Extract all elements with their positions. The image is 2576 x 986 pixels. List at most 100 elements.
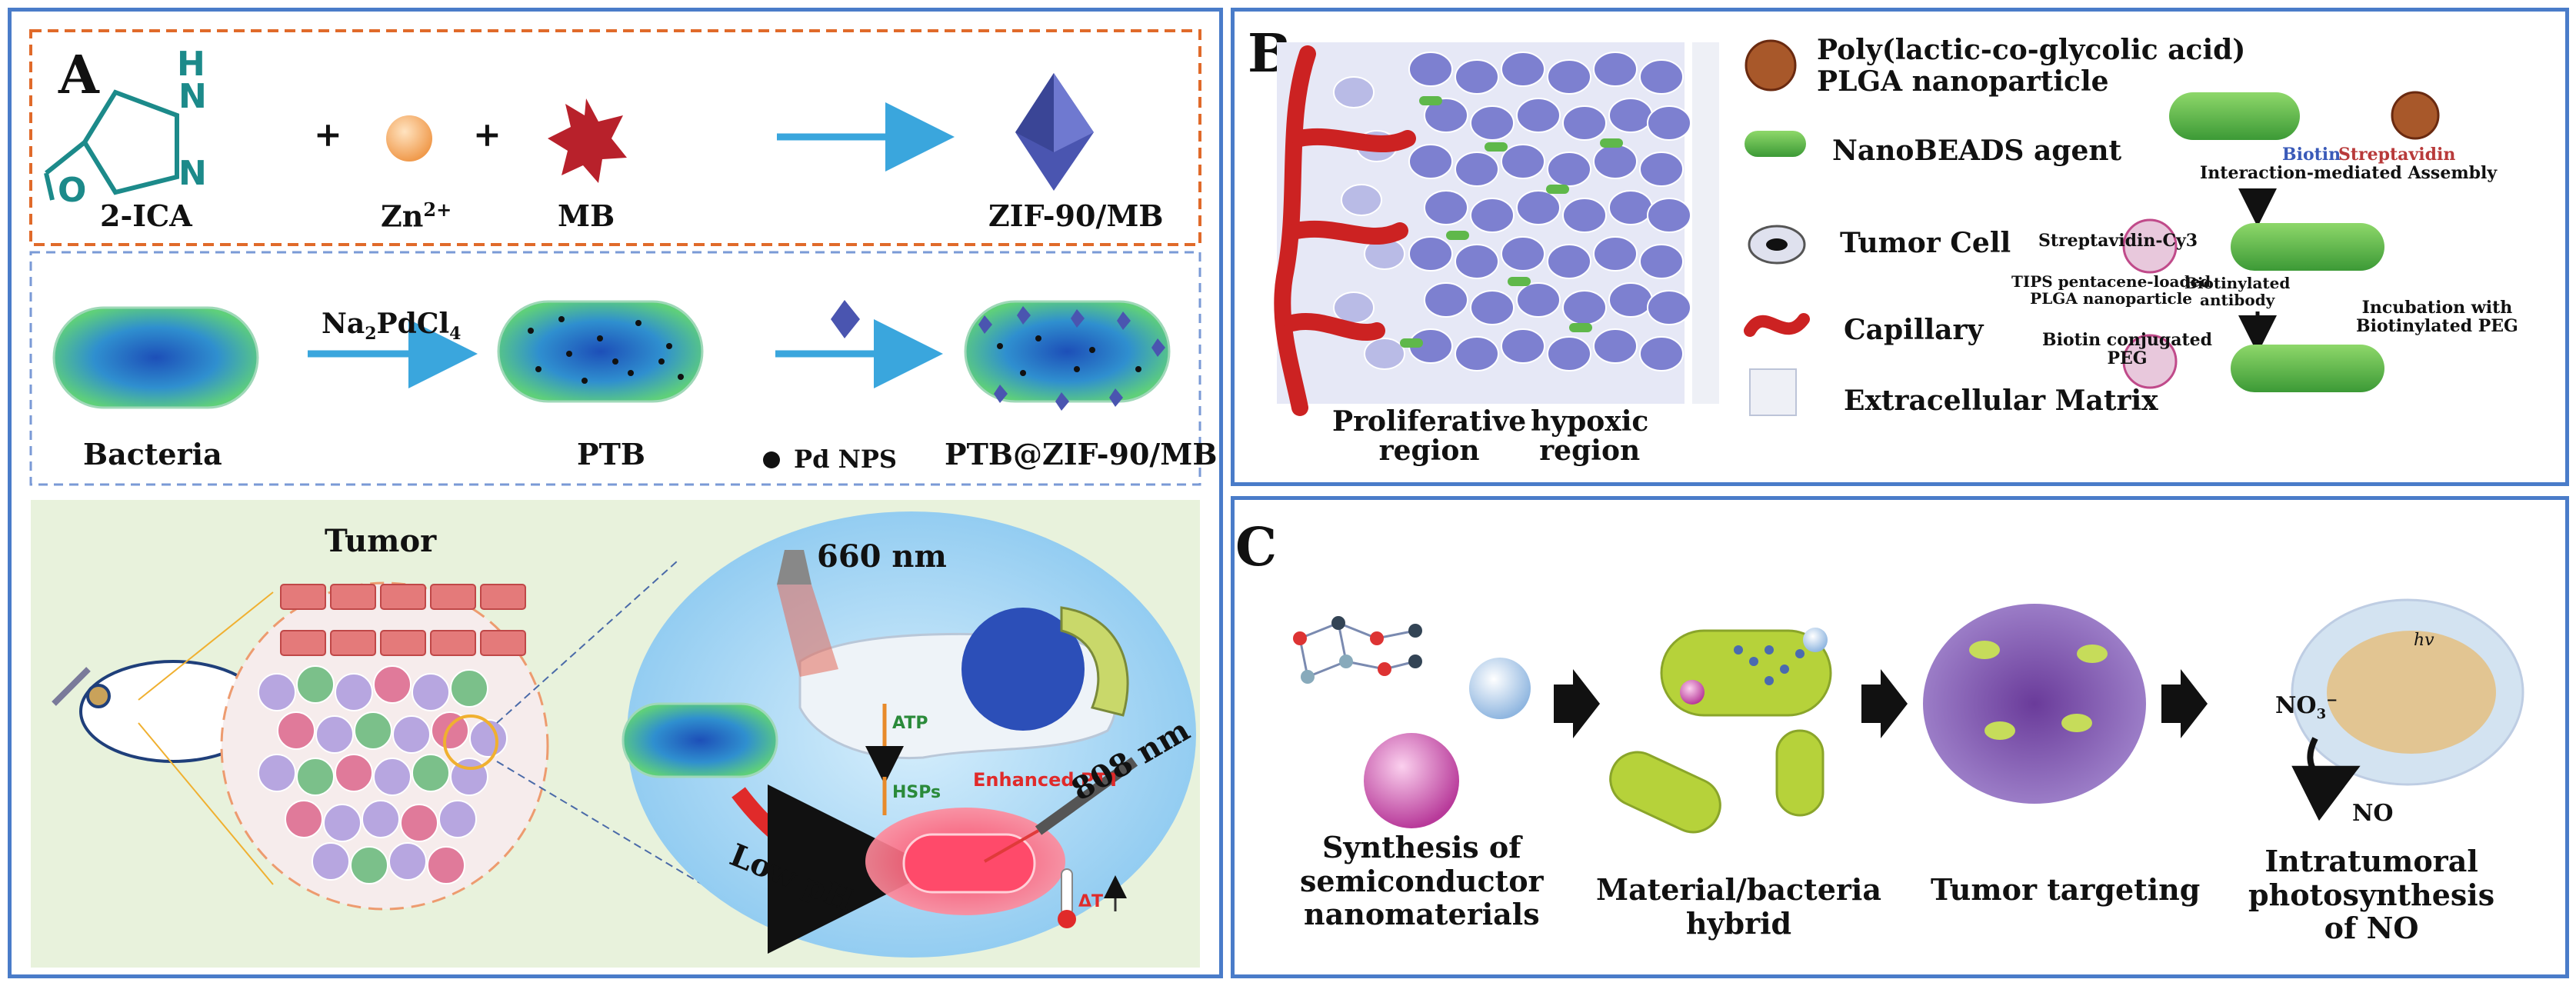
- label-no3-sup: −: [2326, 692, 2338, 708]
- step-2-text: Material/bacteria hybrid: [1596, 872, 1881, 941]
- bacteria-ptb-zif: [964, 300, 1171, 411]
- label-ptbzif: PTB@ZIF-90/MB: [945, 437, 1218, 471]
- label-proliferative: Proliferative region: [1332, 405, 1527, 467]
- label-no3-sub: 3: [2316, 706, 2327, 722]
- hybrid-pink: [1680, 680, 1705, 705]
- step-4-text: Intratumoral photosynthesis of NO: [2248, 844, 2495, 946]
- label-no3-text: NO: [2275, 692, 2317, 719]
- label-2-ica: 2-ICA: [100, 198, 192, 233]
- label-pd-nps: Pd NPS: [794, 445, 897, 474]
- atom-h: H: [177, 45, 205, 84]
- label-zn: Zn2+: [381, 198, 452, 234]
- schema-bacteria-mid: [2231, 223, 2384, 271]
- label-zn-text: Zn: [381, 198, 424, 234]
- chem-box: [29, 29, 1201, 246]
- plus-1: +: [314, 115, 342, 155]
- schema-plga-top: [2391, 91, 2440, 140]
- cell-membrane: [1060, 606, 1129, 717]
- hybrid-bacteria-2: [1609, 751, 1721, 834]
- label-bacteria: Bacteria: [83, 437, 222, 471]
- reagent-pdcl: PdCl: [376, 308, 450, 340]
- zif-octahedron: [1015, 73, 1094, 191]
- bacteria-1: [52, 306, 259, 409]
- legend-tumor-nucleus: [1766, 238, 1788, 251]
- legend-ecm-icon: [1749, 368, 1797, 416]
- label-ptb: PTB: [577, 437, 645, 471]
- step-arrow-1: [1554, 669, 1600, 738]
- laser-808-beam: [984, 829, 1039, 863]
- label-hv: hv: [2414, 631, 2434, 650]
- legend-ecm-text: Extracellular Matrix: [1844, 385, 2158, 417]
- label-assembly: Interaction-mediated Assembly: [2200, 163, 2498, 183]
- atom-n1: N: [178, 77, 207, 116]
- zoom-line-2: [138, 722, 274, 885]
- label-hypoxic: hypoxic region: [1531, 405, 1649, 467]
- capillaries: [1274, 45, 1416, 416]
- bact-box: [29, 251, 1201, 486]
- ica-structure: [44, 89, 179, 201]
- label-tumor: Tumor: [325, 523, 437, 559]
- ecm-strip: [1692, 42, 1719, 404]
- label-streptavidin: Streptavidin: [2338, 145, 2456, 165]
- tumor-bacteria: [1969, 641, 2108, 740]
- label-zif: ZIF-90/MB: [988, 198, 1164, 233]
- laser-660: [777, 550, 811, 585]
- plus-2: +: [473, 115, 502, 155]
- step-arrow-2: [1861, 669, 1908, 738]
- lowph-arrow: [731, 784, 937, 954]
- endothelial-cells: [280, 584, 526, 656]
- cell-nucleus: [961, 608, 1085, 731]
- schema-streptavidin-bottom: [2122, 334, 2178, 389]
- hot-bacteria: [902, 833, 1036, 894]
- reagent-na: Na: [322, 308, 365, 340]
- bacteria-ptb: [497, 300, 704, 403]
- schema-bacteria-top: [2169, 92, 2300, 140]
- atom-o: O: [58, 171, 87, 210]
- panel-a-label: A: [58, 45, 99, 106]
- nanobeads-rods: [1400, 96, 1623, 348]
- schema-streptavidin-cy3: [2122, 218, 2178, 274]
- label-660nm: 660 nm: [817, 538, 947, 575]
- label-biotin-peg: Biotin conjugated PEG: [2042, 330, 2212, 369]
- legend-tumor-cell-text: Tumor Cell: [1840, 227, 2011, 259]
- zoom-line-3: [496, 561, 678, 724]
- tumor-cells: [258, 665, 508, 884]
- atom-n2: N: [178, 154, 207, 193]
- small-zif: [831, 300, 860, 338]
- label-atp: ATP: [892, 714, 928, 733]
- zoom-line-1: [138, 591, 274, 701]
- syringe: [52, 667, 91, 706]
- blue-sphere: [1469, 658, 1531, 719]
- label-tips: TIPS pentacene-loaded PLGA nanoparticle: [2011, 272, 2211, 308]
- label-zn-sup: 2+: [423, 198, 452, 221]
- molecule-atoms: [1293, 616, 1422, 684]
- hybrid-blue: [1803, 628, 1828, 652]
- step-3-text: Tumor targeting: [1931, 872, 2201, 907]
- zoom-line-4: [496, 761, 716, 893]
- reagent-sub2: 4: [449, 324, 462, 345]
- label-enhanced-ptt: Enhanced PTT: [973, 769, 1120, 791]
- hybrid-dots: [1734, 645, 1805, 685]
- panel-c-label: C: [1235, 517, 1278, 578]
- curve-arrow: [2291, 737, 2361, 821]
- legend-capillary-text: Capillary: [1844, 314, 1984, 346]
- molecule-network: [1298, 621, 1416, 678]
- reagent-sub: 2: [365, 324, 377, 345]
- zn-ball: [386, 115, 432, 162]
- zoom-target: [443, 715, 498, 770]
- label-no3: NO3−: [2275, 692, 2338, 722]
- tumor-mass: [1923, 604, 2146, 804]
- label-delta-t: ΔT: [1078, 892, 1104, 911]
- legend-nanobeads-icon: [1745, 131, 1806, 157]
- step-1-text: Synthesis of semiconductor nanomaterials: [1300, 830, 1544, 932]
- bacteria-zoom: [622, 702, 778, 778]
- pd-nps-dot: [763, 451, 780, 468]
- mb-star: [548, 98, 627, 183]
- label-no: NO: [2352, 800, 2394, 827]
- laser-beam: [777, 585, 838, 677]
- legend-nanobeads-text: NanoBEADS agent: [1832, 135, 2122, 167]
- label-incubation: Incubation with Biotinylated PEG: [2356, 298, 2518, 337]
